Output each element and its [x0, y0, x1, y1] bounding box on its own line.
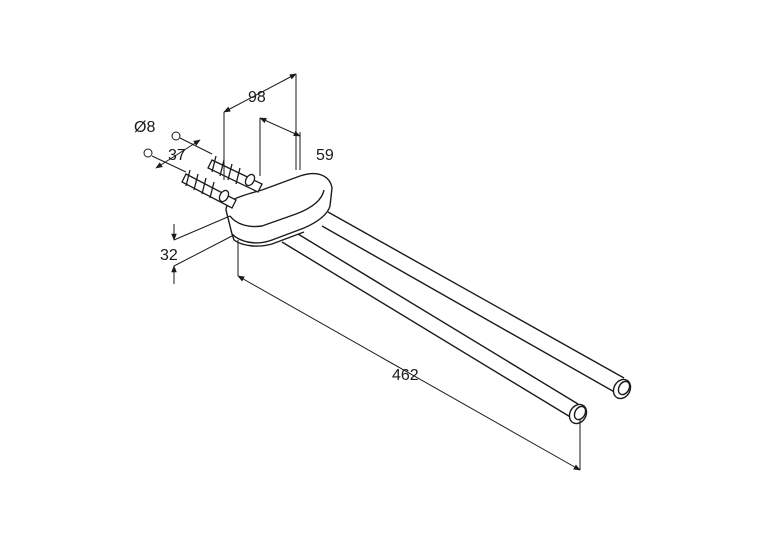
- lower-screw: [181, 169, 237, 209]
- dim-label-diameter-8: Ø8: [134, 119, 155, 136]
- dimension-lines: [151, 73, 581, 471]
- hole-marker-lower: [143, 148, 153, 158]
- back-arm: [321, 211, 625, 395]
- front-arm-end-cap: [568, 403, 588, 425]
- dim-label-462: 462: [392, 367, 419, 384]
- rail-arms: [281, 211, 632, 425]
- dim-label-37: 37: [168, 147, 186, 164]
- wall-bracket: [225, 172, 333, 247]
- hole-marker-upper: [171, 131, 181, 141]
- back-arm-end-cap: [612, 378, 632, 400]
- dim-label-59: 59: [316, 147, 334, 164]
- upper-screw: [207, 155, 263, 193]
- dim-label-32: 32: [160, 247, 178, 264]
- dim-label-98: 98: [248, 89, 266, 106]
- fixing-screws: [181, 155, 263, 209]
